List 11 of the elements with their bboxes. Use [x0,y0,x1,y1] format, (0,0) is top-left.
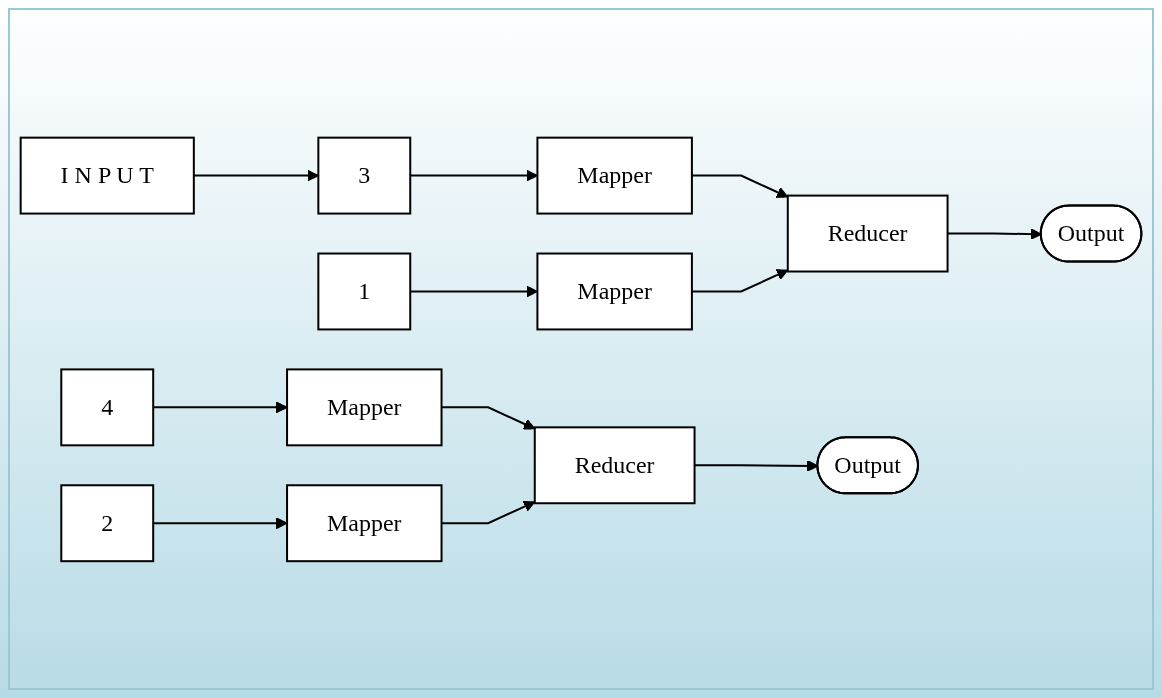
node-box: I N P U T [19,136,195,215]
node-box: 1 [317,252,412,330]
node-box: 3 [317,136,412,215]
node-box: Mapper [536,252,693,330]
node-box: Mapper [286,483,443,562]
node-box: 2 [60,483,155,562]
node-box: Reducer [786,194,949,273]
node-box: Mapper [536,136,693,215]
node-box: Reducer [533,425,696,504]
node-box: 4 [60,368,155,446]
node-box: Mapper [286,368,443,446]
